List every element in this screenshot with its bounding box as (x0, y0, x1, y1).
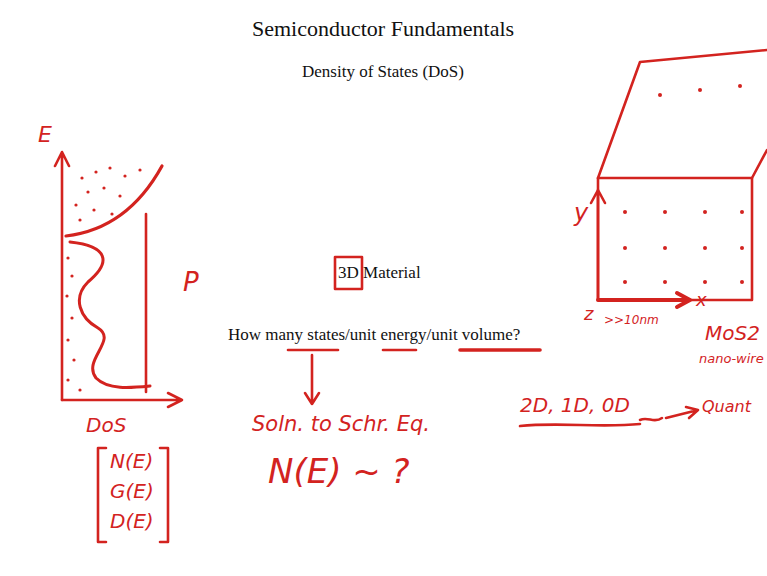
band-line (145, 214, 148, 392)
formula: G(E) (110, 480, 154, 503)
question-text: How many states/unit energy/unit volume? (228, 325, 520, 345)
energy-axis (55, 152, 69, 400)
note: nano-wire (699, 352, 764, 367)
axis-label: DoS (86, 414, 126, 437)
axis-label: P (183, 268, 199, 298)
left-bracket (98, 448, 106, 542)
underline (383, 349, 416, 352)
wavy-underline (520, 424, 640, 426)
right-bracket (160, 448, 168, 542)
leader-arrow (666, 407, 698, 418)
down-arrow (305, 355, 319, 404)
slide-subtitle: Density of States (DoS) (302, 62, 464, 82)
valence-band-curve (70, 242, 150, 388)
formula: N(E) (110, 450, 153, 473)
formula: N(E) ~ ? (268, 452, 410, 491)
lattice-dots (623, 84, 744, 284)
axis-label: z (584, 304, 593, 325)
axis-label: x (696, 290, 707, 311)
note: 2D, 1D, 0D (520, 394, 630, 417)
y-axis-arrow (591, 190, 605, 300)
underline (288, 349, 338, 352)
conduction-band-curve (66, 166, 162, 236)
underline (460, 348, 540, 352)
note: Quant (702, 398, 751, 416)
heading-text: 3D Material (338, 263, 421, 283)
cube-top-edges (598, 50, 767, 178)
axis-label: E (38, 122, 52, 147)
slide-title: Semiconductor Fundamentals (252, 16, 514, 41)
tilde-mark (640, 418, 662, 420)
note: Soln. to Schr. Eq. (252, 412, 430, 436)
note: MoS2 (705, 322, 760, 345)
axis-label: y (574, 200, 588, 228)
formula: D(E) (110, 510, 154, 533)
dimension: >>10nm (604, 314, 659, 328)
dos-axis (62, 393, 182, 407)
x-axis-arrow (598, 293, 690, 307)
cube-front-face (598, 178, 752, 300)
state-dots (65, 166, 141, 391)
